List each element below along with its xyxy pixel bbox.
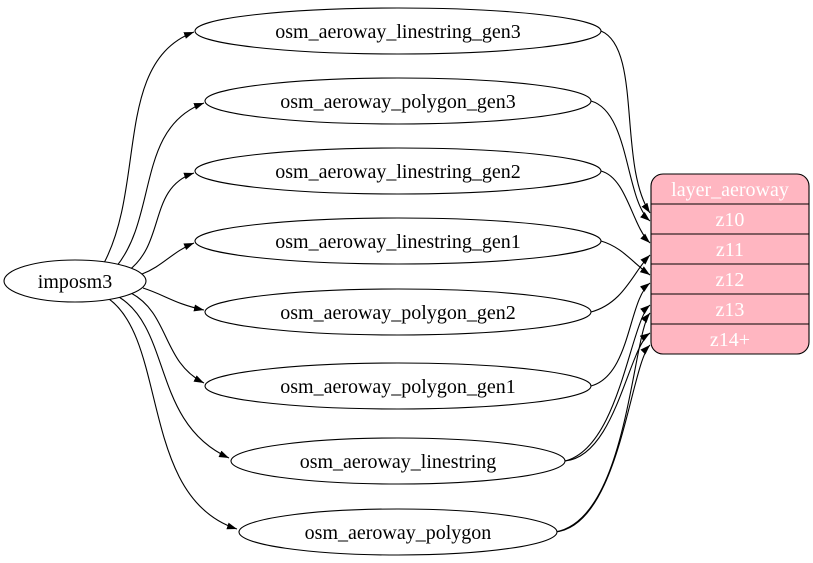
edge-imposm3-polygon-gen1 <box>130 292 205 384</box>
table-ellipse <box>230 437 566 485</box>
table-ellipse <box>194 217 602 265</box>
node-osm-aeroway-linestring-gen2: osm_aeroway_linestring_gen2 <box>194 147 602 195</box>
table-ellipse <box>204 288 592 336</box>
table-label: osm_aeroway_linestring_gen1 <box>275 231 521 253</box>
edges-source-to-tables <box>103 31 238 530</box>
edge-linestring-gen2-z11 <box>600 170 651 244</box>
edge-linestring-gen1-z12 <box>600 240 651 276</box>
imposm3-ellipse <box>3 259 147 303</box>
layer-row-z14plus: z14+ <box>710 329 750 351</box>
layer-title: layer_aeroway <box>671 179 789 201</box>
node-osm-aeroway-linestring: osm_aeroway_linestring <box>230 437 566 485</box>
layer-row-z13: z13 <box>716 299 745 321</box>
edges-tables-to-layer <box>554 30 651 533</box>
edge-linestring-z14 <box>564 332 651 462</box>
node-osm-aeroway-polygon-gen3: osm_aeroway_polygon_gen3 <box>204 77 592 125</box>
table-ellipse <box>204 362 592 410</box>
table-ellipse <box>194 7 602 55</box>
table-label: osm_aeroway_polygon <box>305 522 492 544</box>
edge-polygon-gen1-z12 <box>590 282 651 387</box>
node-osm-aeroway-linestring-gen3: osm_aeroway_linestring_gen3 <box>194 7 602 55</box>
edge-polygon-gen2-z11 <box>590 254 651 313</box>
edge-imposm3-linestring-gen2 <box>127 172 195 272</box>
edge-polygon-z13 <box>554 312 651 533</box>
table-ellipse <box>194 147 602 195</box>
table-ellipse <box>204 77 592 125</box>
edge-imposm3-polygon-gen3 <box>115 102 205 268</box>
edge-polygon-z14 <box>554 344 651 533</box>
layer-row-z12: z12 <box>716 269 745 291</box>
edge-imposm3-linestring-gen1 <box>141 242 195 275</box>
layer-row-z11: z11 <box>716 239 744 261</box>
table-label: osm_aeroway_polygon_gen1 <box>280 376 516 398</box>
node-layer-aeroway: layer_aeroway z10 z11 z12 z13 z14+ <box>650 173 810 355</box>
table-label: osm_aeroway_polygon_gen2 <box>280 302 516 324</box>
edge-imposm3-polygon <box>108 298 238 530</box>
edge-imposm3-polygon-gen2 <box>142 287 205 312</box>
node-osm-aeroway-polygon: osm_aeroway_polygon <box>238 508 558 556</box>
table-label: osm_aeroway_linestring_gen2 <box>275 161 521 183</box>
layer-row-z10: z10 <box>716 209 745 231</box>
table-label: osm_aeroway_polygon_gen3 <box>280 91 516 113</box>
edge-linestring-gen3-z10 <box>600 30 651 214</box>
node-imposm3: imposm3 <box>3 259 147 303</box>
edge-imposm3-linestring <box>118 296 230 459</box>
node-osm-aeroway-polygon-gen1: osm_aeroway_polygon_gen1 <box>204 362 592 410</box>
edge-polygon-gen3-z10 <box>590 100 651 222</box>
node-osm-aeroway-polygon-gen2: osm_aeroway_polygon_gen2 <box>204 288 592 336</box>
node-osm-aeroway-linestring-gen1: osm_aeroway_linestring_gen1 <box>194 217 602 265</box>
table-label: osm_aeroway_linestring <box>300 451 497 473</box>
table-label: osm_aeroway_linestring_gen3 <box>275 21 521 43</box>
edge-imposm3-linestring-gen3 <box>103 31 195 264</box>
table-ellipse <box>238 508 558 556</box>
imposm3-label: imposm3 <box>38 271 112 293</box>
